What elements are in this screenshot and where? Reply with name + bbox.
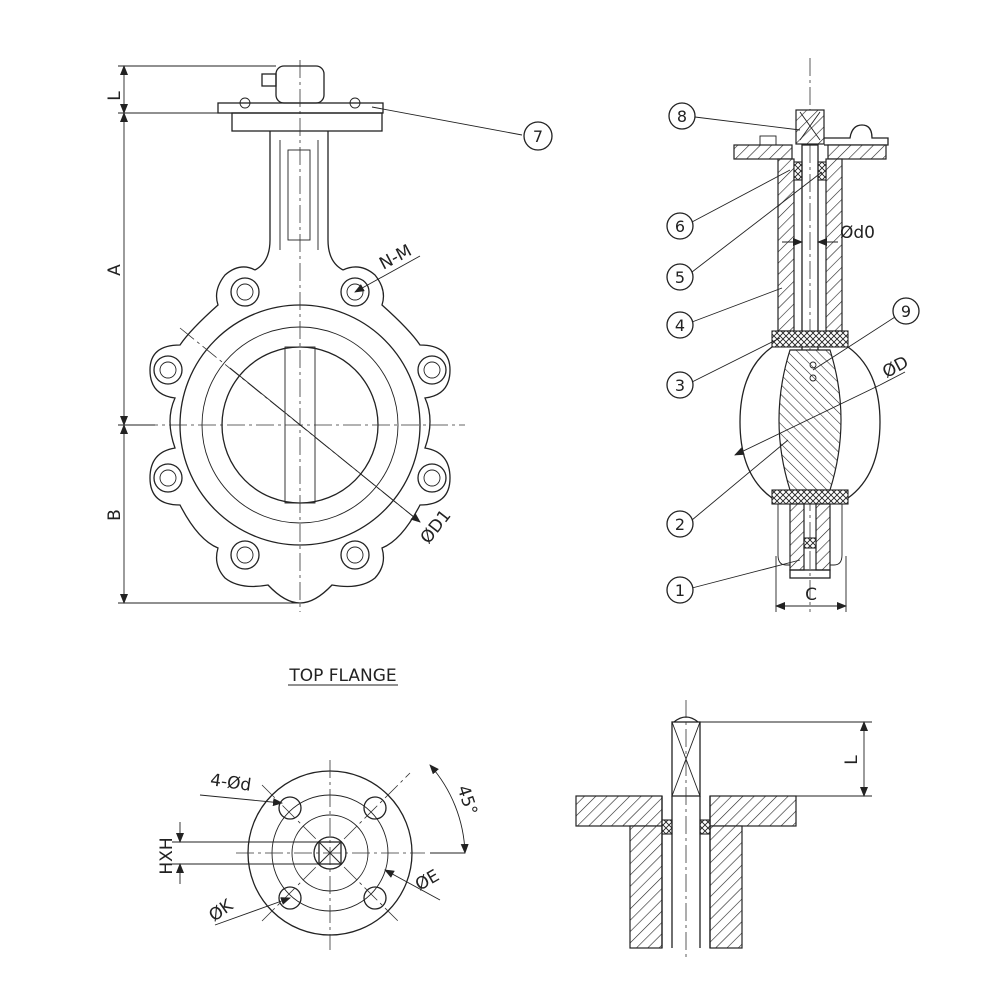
dim-D-label: ØD <box>879 353 912 383</box>
dim-E-label: ØE <box>412 866 443 895</box>
balloon-1-text: 1 <box>675 581 685 600</box>
top-flange-plate <box>217 102 384 114</box>
balloon-6-text: 6 <box>675 217 685 236</box>
dim-L-bottom-label: L <box>842 755 862 765</box>
balloon-7-text: 7 <box>533 127 543 146</box>
dim-HXH-label: HXH <box>157 837 177 874</box>
balloon-8-text: 8 <box>677 107 687 126</box>
balloon-1 <box>666 576 694 604</box>
dim-L-top-label: L <box>105 91 125 101</box>
balloon-4 <box>666 311 694 339</box>
dim-C-label: C <box>805 585 817 605</box>
dim-D1-label: ØD1 <box>417 506 456 548</box>
balloon-9-text: 9 <box>901 302 911 321</box>
dim-A-label: A <box>105 264 125 276</box>
valve-neck <box>254 131 344 271</box>
dim-B-label: B <box>105 509 125 521</box>
front-view: L A B N-M ØD1 7 <box>105 60 553 612</box>
boss-bolt <box>261 73 277 87</box>
balloon-2-text: 2 <box>675 515 685 534</box>
balloon-5 <box>666 263 694 291</box>
lug-holes <box>153 277 447 570</box>
balloon-4-text: 4 <box>675 316 685 335</box>
disc-section <box>778 349 842 491</box>
balloon-2 <box>666 510 694 538</box>
top-flange-section-view: L <box>575 700 872 960</box>
balloon-7 <box>523 121 553 151</box>
balloon-8 <box>668 102 696 130</box>
top-flange-step <box>231 112 383 132</box>
dim-K-label: ØK <box>205 895 237 926</box>
balloon-3 <box>666 371 694 399</box>
lug-body-outline <box>149 266 451 604</box>
dim-d0-label: Ød0 <box>840 223 875 243</box>
balloon-9 <box>892 297 920 325</box>
balloon-5-text: 5 <box>675 268 685 287</box>
balloon-6 <box>666 212 694 240</box>
dim-45-label: 45° <box>453 783 481 818</box>
top-flange-view: TOP FLANGE 4-Ød 45° HXH ØK <box>157 666 481 950</box>
top-flange-title: TOP FLANGE <box>288 666 396 686</box>
balloon-3-text: 3 <box>675 376 685 395</box>
side-section-view: Ød0 ØD C 8 6 5 4 3 2 1 9 <box>666 58 920 612</box>
dim-4d-label: 4-Ød <box>209 770 253 796</box>
